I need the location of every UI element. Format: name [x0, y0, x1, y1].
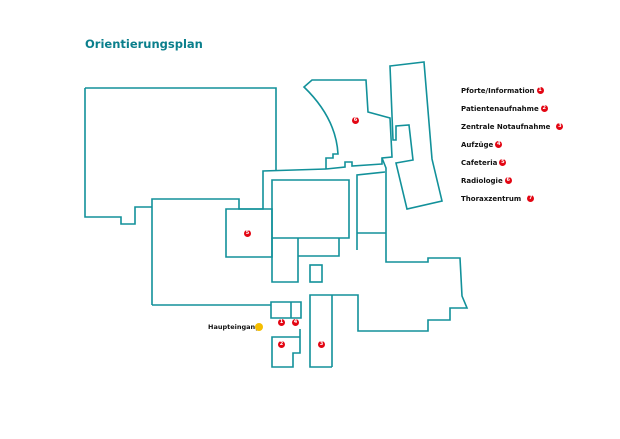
building-east [309, 157, 469, 368]
legend-label: Aufzüge [461, 141, 494, 149]
map-marker-5[interactable]: 5 [244, 230, 251, 237]
entrance-label: Haupteingang [208, 323, 260, 331]
page-title: Orientierungsplan [85, 37, 203, 51]
legend-item[interactable]: Zentrale Notaufnahme 3 [461, 123, 564, 141]
map-marker-6[interactable]: 6 [352, 117, 359, 124]
legend-number: 5 [499, 159, 507, 166]
legend-number: 2 [540, 105, 548, 112]
legend-number: 1 [536, 87, 544, 94]
legend-label: Pforte/Information [461, 87, 535, 95]
legend-label: Patientenaufnahme [461, 105, 539, 113]
building-west [84, 87, 277, 225]
legend-number: 4 [495, 141, 503, 148]
map-marker-2[interactable]: 2 [278, 341, 285, 348]
building-central-south [151, 168, 327, 305]
legend-number: 3 [556, 123, 564, 130]
central-block [271, 179, 350, 239]
entrance-marker-icon[interactable] [255, 323, 263, 331]
entrance-wing [152, 301, 302, 368]
central-annex [271, 238, 340, 283]
map-marker-4[interactable]: 4 [292, 319, 299, 326]
legend-label: Radiologie [461, 177, 503, 185]
thorax-wing [389, 61, 443, 210]
legend-label: Thoraxzentrum [461, 195, 522, 203]
radiology-building [302, 79, 393, 170]
map-marker-1[interactable]: 1 [278, 319, 285, 326]
legend-item[interactable]: Thoraxzentrum 7 [461, 195, 563, 213]
legend-number: 7 [527, 195, 535, 202]
small-building [309, 264, 323, 283]
legend-label: Cafeteria [461, 159, 498, 167]
legend-label: Zentrale Notaufnahme [461, 123, 551, 131]
building-east-inner [356, 171, 386, 250]
legend-number: 6 [504, 177, 512, 184]
map-marker-3[interactable]: 3 [318, 341, 325, 348]
